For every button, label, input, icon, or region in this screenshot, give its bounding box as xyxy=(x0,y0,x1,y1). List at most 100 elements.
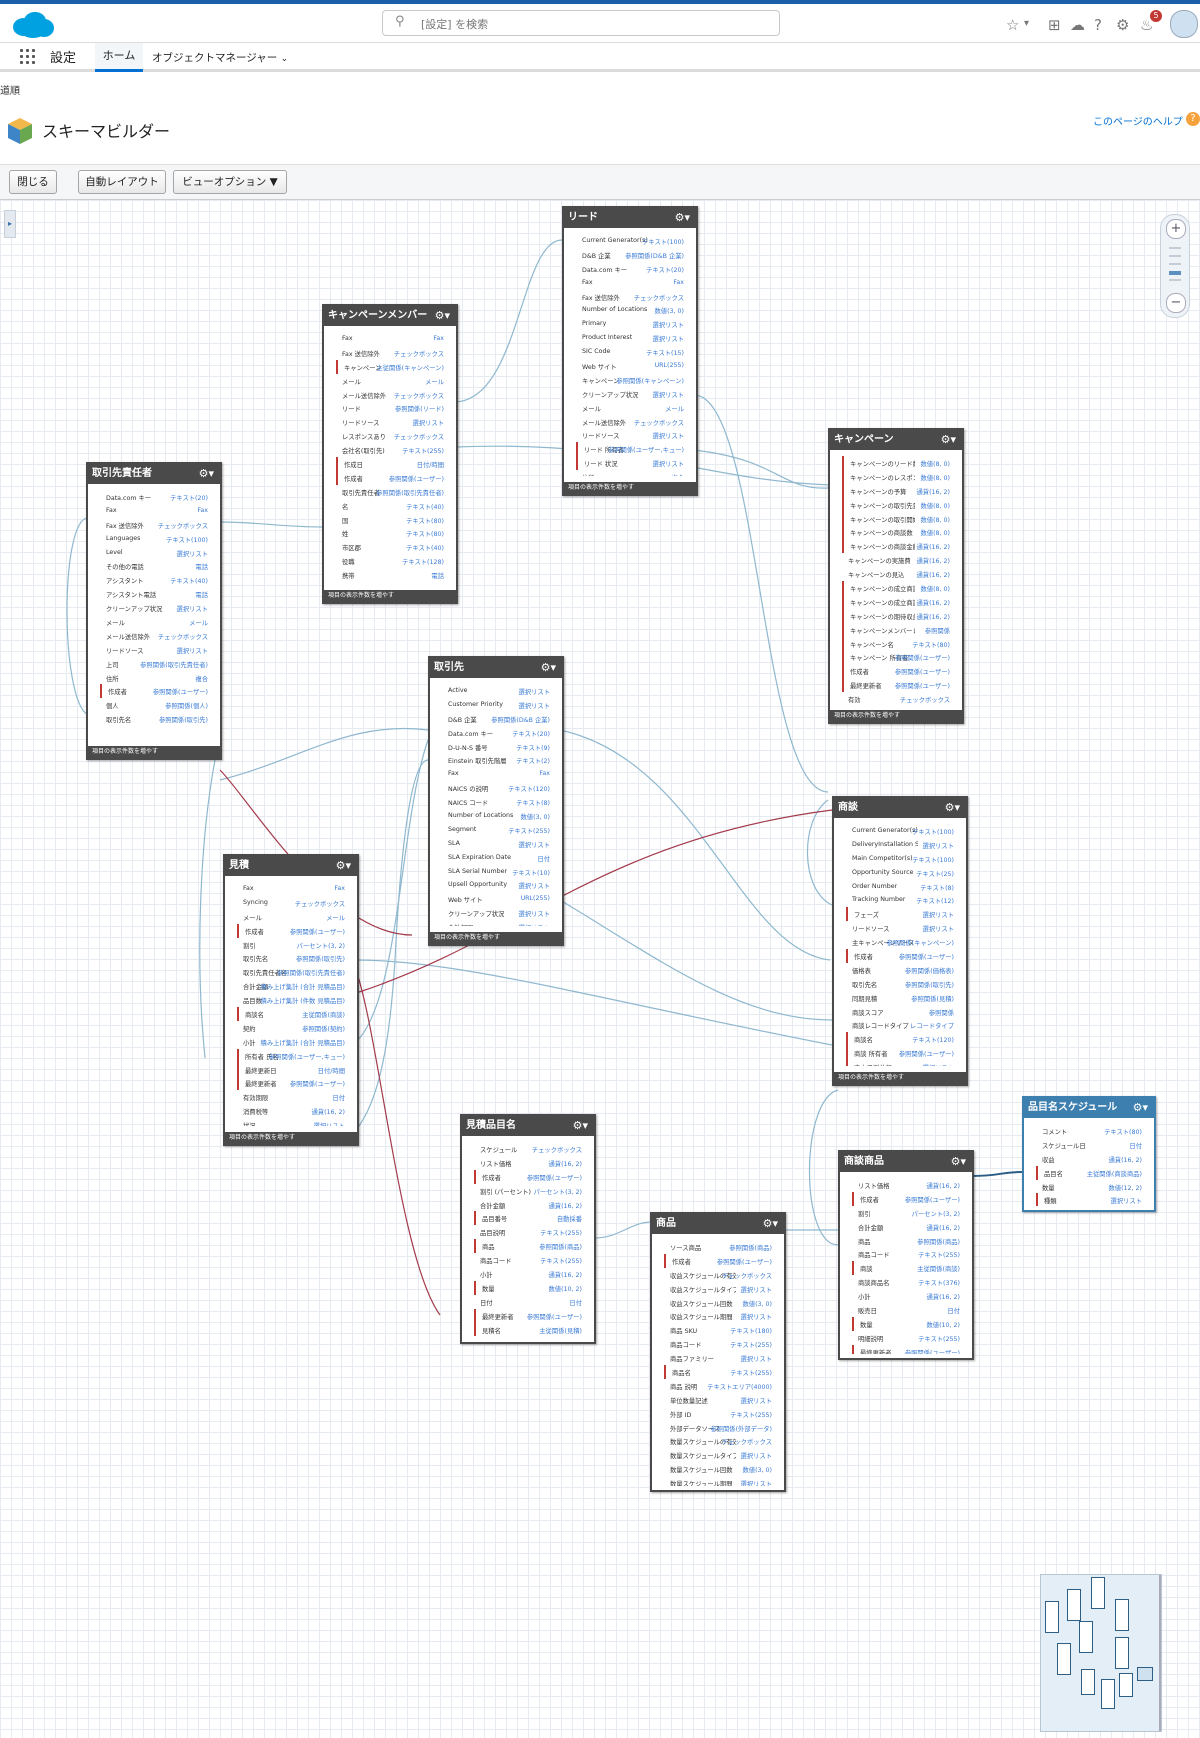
field-row[interactable]: Data.com キーテキスト(20) xyxy=(442,726,552,740)
field-row[interactable]: 取引先責任者参照関係(取引先責任者) xyxy=(336,485,446,499)
field-row[interactable]: クリーンアップ状況選択リスト xyxy=(100,601,210,615)
field-row[interactable]: リードソース選択リスト xyxy=(336,415,446,429)
schema-canvas[interactable]: ▸ 取引先 xyxy=(0,200,1200,1738)
field-row[interactable]: リードソース選択リスト xyxy=(100,643,210,657)
field-row[interactable]: 個人参照関係(個人) xyxy=(100,698,210,712)
field-row[interactable]: 携帯電話 xyxy=(336,568,446,582)
sidebar-toggle[interactable]: ▸ xyxy=(4,210,16,238)
field-row[interactable]: メール送信除外チェックボックス xyxy=(100,629,210,643)
show-more-fields-link[interactable]: 項目の表示件数を増やす xyxy=(88,746,220,758)
field-row[interactable]: 商品コードテキスト(255) xyxy=(664,1337,774,1351)
close-button[interactable]: 閉じる xyxy=(9,170,57,194)
bell-icon[interactable]: ♨ xyxy=(1140,16,1154,34)
search-input[interactable]: ⚲ [設定] を検索 xyxy=(382,10,780,36)
field-row[interactable]: キャンペーンメンバーレコードタイプ参照関係 xyxy=(842,622,952,637)
field-row[interactable]: メールメール xyxy=(100,615,210,629)
gear-icon[interactable]: ⚙▾ xyxy=(940,433,956,446)
gear-icon[interactable]: ⚙▾ xyxy=(335,859,351,872)
field-row[interactable]: NAICS の説明テキスト(120) xyxy=(442,781,552,795)
plus-icon[interactable]: + xyxy=(1166,219,1186,239)
field-row[interactable]: キャンペーンの実施費通貨(16, 2) xyxy=(842,553,952,567)
field-row[interactable]: 作成者参照関係(ユーザー) xyxy=(336,470,446,485)
salesforce-cloud-logo[interactable] xyxy=(10,10,56,40)
field-row[interactable]: 商品参照関係(商品) xyxy=(852,1234,962,1248)
field-row[interactable]: メールメール xyxy=(237,910,347,924)
field-row[interactable]: リードソース選択リスト xyxy=(576,428,686,442)
field-row[interactable]: キャンペーンの取引先責任者数数値(8, 0) xyxy=(842,497,952,512)
field-row[interactable]: 最終更新者参照関係(ユーザー) xyxy=(237,1076,347,1091)
help-icon[interactable]: ? xyxy=(1186,112,1200,126)
field-row[interactable]: 最終更新者参照関係(ユーザー) xyxy=(842,678,952,693)
field-row[interactable]: 取引先名参照関係(取引先) xyxy=(100,712,210,726)
field-row[interactable]: 商談商品名テキスト(376) xyxy=(852,1275,962,1289)
field-row[interactable]: 商品 説明テキストエリア(4000) xyxy=(664,1379,774,1393)
field-row[interactable]: 商談主従関係(商談) xyxy=(852,1261,962,1276)
object-header[interactable]: 取引先⚙▾ xyxy=(430,658,562,678)
auto-layout-button[interactable]: 自動レイアウト xyxy=(78,170,166,194)
view-options-button[interactable]: ビューオプション ▼ xyxy=(173,170,287,194)
field-row[interactable]: 役職テキスト(128) xyxy=(336,554,446,568)
field-row[interactable]: Einstein 取引先階層テキスト(2) xyxy=(442,753,552,767)
field-row[interactable]: 敬称選択リスト xyxy=(336,582,446,584)
field-row[interactable]: 数量スケジュールタイプ選択リスト xyxy=(664,1448,774,1462)
field-row[interactable]: 取引先名参照関係(取引先) xyxy=(846,977,956,991)
field-row[interactable]: 合計金額通貨(16, 2) xyxy=(474,1198,584,1212)
gear-icon[interactable]: ⚙▾ xyxy=(540,661,556,674)
field-row[interactable]: 明細説明テキスト(255) xyxy=(852,1331,962,1345)
object-quote-line-item[interactable]: 見積品目名⚙▾ スケジュールチェックボックスリスト価格通貨(16, 2)作成者参… xyxy=(460,1114,596,1344)
field-row[interactable]: クリーンアップ状況選択リスト xyxy=(442,906,552,920)
field-row[interactable]: キャンペーンの商談金額通貨(16, 2) xyxy=(842,539,952,554)
field-row[interactable]: 国テキスト(80) xyxy=(336,513,446,527)
tab-object-manager[interactable]: オブジェクトマネージャー ⌄ xyxy=(152,50,288,65)
field-row[interactable]: 作成者参照関係(ユーザー) xyxy=(474,1169,584,1184)
field-row[interactable]: 品目説明テキスト(255) xyxy=(474,1225,584,1239)
object-opportunity-product[interactable]: 商談商品⚙▾ リスト価格通貨(16, 2)作成者参照関係(ユーザー)割引パーセン… xyxy=(838,1150,974,1360)
gear-icon[interactable]: ⚙ xyxy=(1116,16,1130,34)
trailhead-icon[interactable]: ☁ xyxy=(1070,16,1085,34)
zoom-level-tick[interactable] xyxy=(1169,255,1181,257)
field-row[interactable]: 作成者参照関係(ユーザー) xyxy=(100,684,210,699)
zoom-level-tick[interactable] xyxy=(1169,247,1181,249)
tab-home[interactable]: ホーム xyxy=(95,43,143,72)
field-row[interactable]: Current Generator(s)テキスト(100) xyxy=(576,234,686,248)
object-header[interactable]: 商談商品⚙▾ xyxy=(840,1152,972,1172)
field-row[interactable]: Main Competitor(s)テキスト(100) xyxy=(846,852,956,866)
field-row[interactable]: 日付日付 xyxy=(474,1295,584,1309)
field-row[interactable]: 有効期限日付 xyxy=(237,1090,347,1104)
field-row[interactable]: 商談スコア参照関係 xyxy=(846,1005,956,1019)
field-row[interactable]: Data.com キーテキスト(20) xyxy=(100,490,210,504)
field-row[interactable]: 商品ファミリー選択リスト xyxy=(664,1351,774,1365)
field-row[interactable]: キャンペーンの期待収益通貨(16, 2) xyxy=(842,608,952,623)
field-row[interactable]: レスポンスありチェックボックス xyxy=(336,429,446,443)
object-header[interactable]: キャンペーン⚙▾ xyxy=(830,430,962,450)
add-icon[interactable]: ⊞ xyxy=(1048,16,1061,34)
field-row[interactable]: キャンペーン主従関係(キャンペーン) xyxy=(336,359,446,374)
field-row[interactable]: キャンペーンの予算通貨(16, 2) xyxy=(842,483,952,498)
field-row[interactable]: 消費税等通貨(16, 2) xyxy=(237,1104,347,1118)
object-lead[interactable]: リード⚙▾ Current Generator(s)テキスト(100)D&B 企… xyxy=(562,206,698,496)
field-row[interactable]: Current Generator(s)テキスト(100) xyxy=(846,824,956,838)
field-row[interactable]: 商品参照関係(商品) xyxy=(474,1239,584,1254)
field-row[interactable]: リード 状況選択リスト xyxy=(576,456,686,471)
object-line-item-schedule[interactable]: 品目名スケジュール⚙▾ コメントテキスト(80)スケジュール日日付収益通貨(16… xyxy=(1022,1096,1156,1212)
object-product[interactable]: 商品⚙▾ ソース商品参照関係(商品)作成者参照関係(ユーザー)収益スケジュールの… xyxy=(650,1212,786,1492)
object-header[interactable]: キャンペーンメンバー⚙▾ xyxy=(324,306,456,326)
show-more-fields-link[interactable]: 項目の表示件数を増やす xyxy=(225,1132,357,1144)
field-row[interactable]: キャンペーンの商談数数値(8, 0) xyxy=(842,525,952,540)
field-row[interactable]: 品目名主従関係(商談商品) xyxy=(1036,1165,1144,1180)
gear-icon[interactable]: ⚙▾ xyxy=(198,467,214,480)
field-row[interactable]: 作成者参照関係(ユーザー) xyxy=(846,949,956,963)
field-row[interactable]: 商品コードテキスト(255) xyxy=(474,1253,584,1267)
field-row[interactable]: リスト価格通貨(16, 2) xyxy=(852,1178,962,1192)
gear-icon[interactable]: ⚙▾ xyxy=(950,1155,966,1168)
